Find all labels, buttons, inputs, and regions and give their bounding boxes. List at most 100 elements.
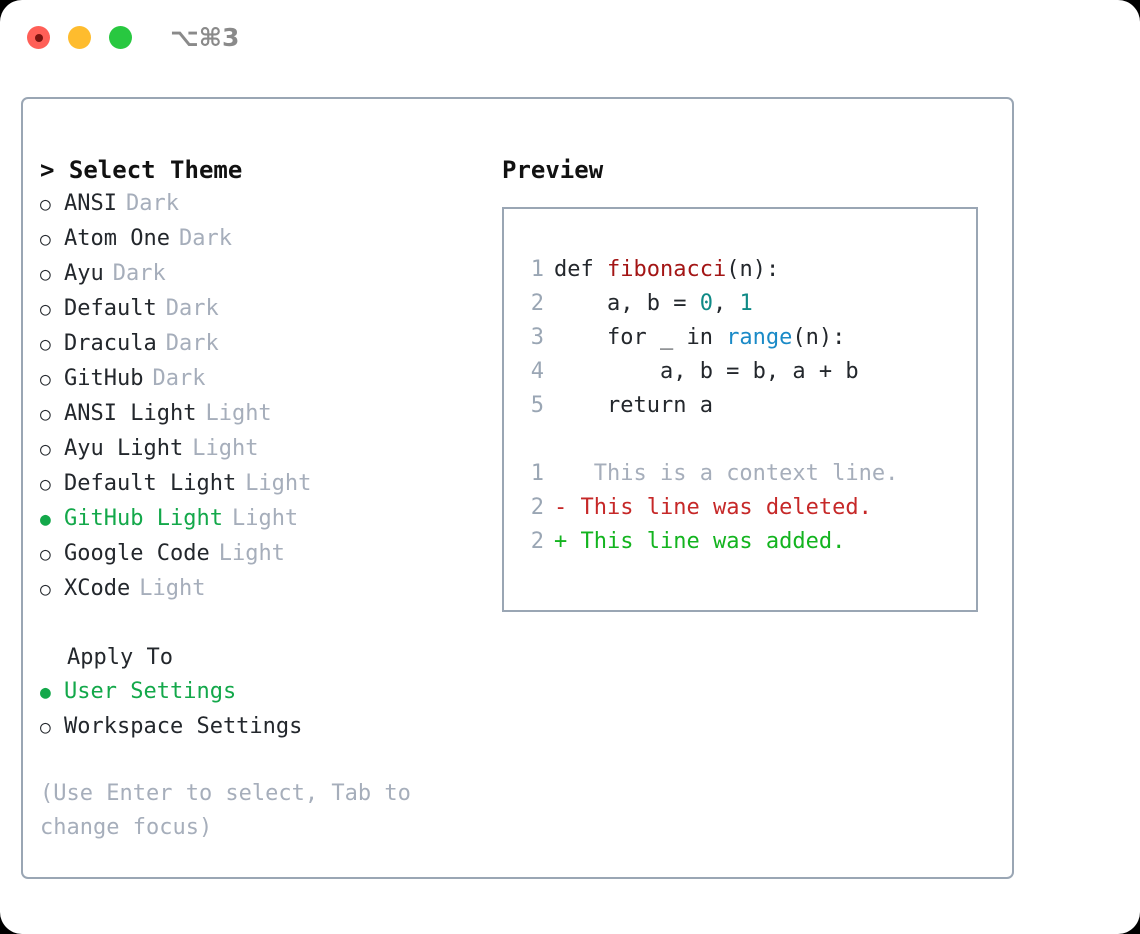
radio-unselected-icon: ○ xyxy=(40,404,51,425)
line-number: 1 xyxy=(530,461,544,486)
theme-kind-label: Light xyxy=(192,436,259,461)
code-line: 1 def fibonacci(n): xyxy=(518,253,976,287)
theme-name: GitHub Light xyxy=(64,506,223,531)
theme-name: Default xyxy=(64,296,157,321)
theme-kind-label: Dark xyxy=(125,191,179,216)
diff-marker: - xyxy=(554,495,568,520)
theme-kind-label: Light xyxy=(231,506,299,531)
code-token: 0 xyxy=(699,291,713,316)
theme-kind-label: Light xyxy=(218,541,285,566)
theme-list-item[interactable]: ○ ANSI Dark xyxy=(40,187,470,222)
keyboard-shortcut-label: ⌥⌘3 xyxy=(170,23,240,52)
radio-unselected-icon: ○ xyxy=(40,369,51,390)
line-number: 3 xyxy=(530,325,544,350)
theme-name: GitHub xyxy=(64,366,144,391)
theme-list-item[interactable]: ● GitHub Light Light xyxy=(40,502,470,537)
preview-heading: Preview xyxy=(502,156,604,184)
code-line: 4 a, b = b, a + b xyxy=(518,355,976,389)
theme-name: Google Code xyxy=(64,541,210,566)
theme-list-item[interactable]: ○ Atom One Dark xyxy=(40,222,470,257)
theme-list-item[interactable]: ○ Google Code Light xyxy=(40,537,470,572)
line-number: 4 xyxy=(530,359,544,384)
code-token: 1 xyxy=(739,291,753,316)
radio-unselected-icon: ○ xyxy=(40,474,51,495)
radio-unselected-icon: ○ xyxy=(40,544,51,565)
code-token: return a xyxy=(554,393,713,418)
diff-text: This line was deleted. xyxy=(567,495,872,520)
code-token: range xyxy=(726,325,793,350)
apply-to-heading: Apply To xyxy=(67,645,173,670)
maximize-window-icon[interactable] xyxy=(109,26,132,49)
theme-name: Ayu Light xyxy=(64,436,184,461)
apply-to-list[interactable]: ● User Settings ○ Workspace Settings xyxy=(40,675,470,745)
apply-to-label: Workspace Settings xyxy=(64,714,303,739)
line-number: 2 xyxy=(530,495,544,520)
theme-name: Atom One xyxy=(64,226,170,251)
theme-kind-label: Light xyxy=(245,471,312,496)
code-token: def xyxy=(554,257,607,282)
code-line: 3 for _ in range(n): xyxy=(518,321,976,355)
radio-selected-icon: ● xyxy=(40,682,51,703)
select-theme-heading: > Select Theme xyxy=(40,156,243,184)
radio-unselected-icon: ○ xyxy=(40,229,51,250)
code-token: (n): xyxy=(792,325,846,350)
theme-name: Dracula xyxy=(64,331,157,356)
diff-line: 2- This line was deleted. xyxy=(518,491,976,525)
preview-spacer xyxy=(518,423,976,457)
theme-name: ANSI xyxy=(64,191,117,216)
line-number: 1 xyxy=(530,257,544,282)
line-number: 2 xyxy=(530,529,544,554)
code-line: 2 a, b = 0, 1 xyxy=(518,287,976,321)
theme-kind-label: Light xyxy=(205,401,272,426)
apply-to-section: Apply To ● User Settings ○ Workspace Settin… xyxy=(40,641,470,745)
line-number: 2 xyxy=(530,291,544,316)
title-bar: ⌥⌘3 xyxy=(0,0,1140,78)
code-token: a, b = xyxy=(554,291,700,316)
radio-selected-icon: ● xyxy=(40,509,51,530)
apply-to-item[interactable]: ○ Workspace Settings xyxy=(40,710,470,745)
diff-marker xyxy=(554,457,567,491)
apply-to-label: User Settings xyxy=(64,679,237,704)
code-token: , xyxy=(712,291,740,316)
theme-name: XCode xyxy=(64,576,131,601)
close-window-icon[interactable] xyxy=(27,26,50,49)
diff-text: This line was added. xyxy=(567,529,846,554)
diff-text: This is a context line. xyxy=(567,461,899,486)
theme-list-item[interactable]: ○ Default Dark xyxy=(40,292,470,327)
theme-kind-label: Dark xyxy=(178,226,232,251)
radio-unselected-icon: ○ xyxy=(40,717,51,738)
diff-line: 1 This is a context line. xyxy=(518,457,976,491)
theme-kind-label: Dark xyxy=(152,366,206,391)
theme-list-item[interactable]: ○ ANSI Light Light xyxy=(40,397,470,432)
theme-list-item[interactable]: ○ GitHub Dark xyxy=(40,362,470,397)
theme-name: Default Light xyxy=(64,471,237,496)
code-token: (n): xyxy=(726,257,780,282)
line-number: 5 xyxy=(530,393,544,418)
minimize-window-icon[interactable] xyxy=(68,26,91,49)
code-token: for _ in xyxy=(554,325,727,350)
diff-marker: + xyxy=(554,529,568,554)
apply-to-item[interactable]: ● User Settings xyxy=(40,675,470,710)
diff-line: 2 + This line was added. xyxy=(518,525,976,559)
theme-kind-label: Dark xyxy=(165,331,219,356)
code-line: 5 return a xyxy=(518,389,976,423)
theme-kind-label: Light xyxy=(139,576,206,601)
theme-name: Ayu xyxy=(64,261,104,286)
theme-kind-label: Dark xyxy=(165,296,219,321)
theme-list-item[interactable]: ○ Default Light Light xyxy=(40,467,470,502)
code-token: fibonacci xyxy=(606,257,727,282)
theme-name: ANSI Light xyxy=(64,401,197,426)
radio-unselected-icon: ○ xyxy=(40,299,51,320)
diff-sample: 1 This is a context line.2- This line wa… xyxy=(518,457,976,559)
theme-kind-label: Dark xyxy=(112,261,166,286)
radio-unselected-icon: ○ xyxy=(40,194,51,215)
